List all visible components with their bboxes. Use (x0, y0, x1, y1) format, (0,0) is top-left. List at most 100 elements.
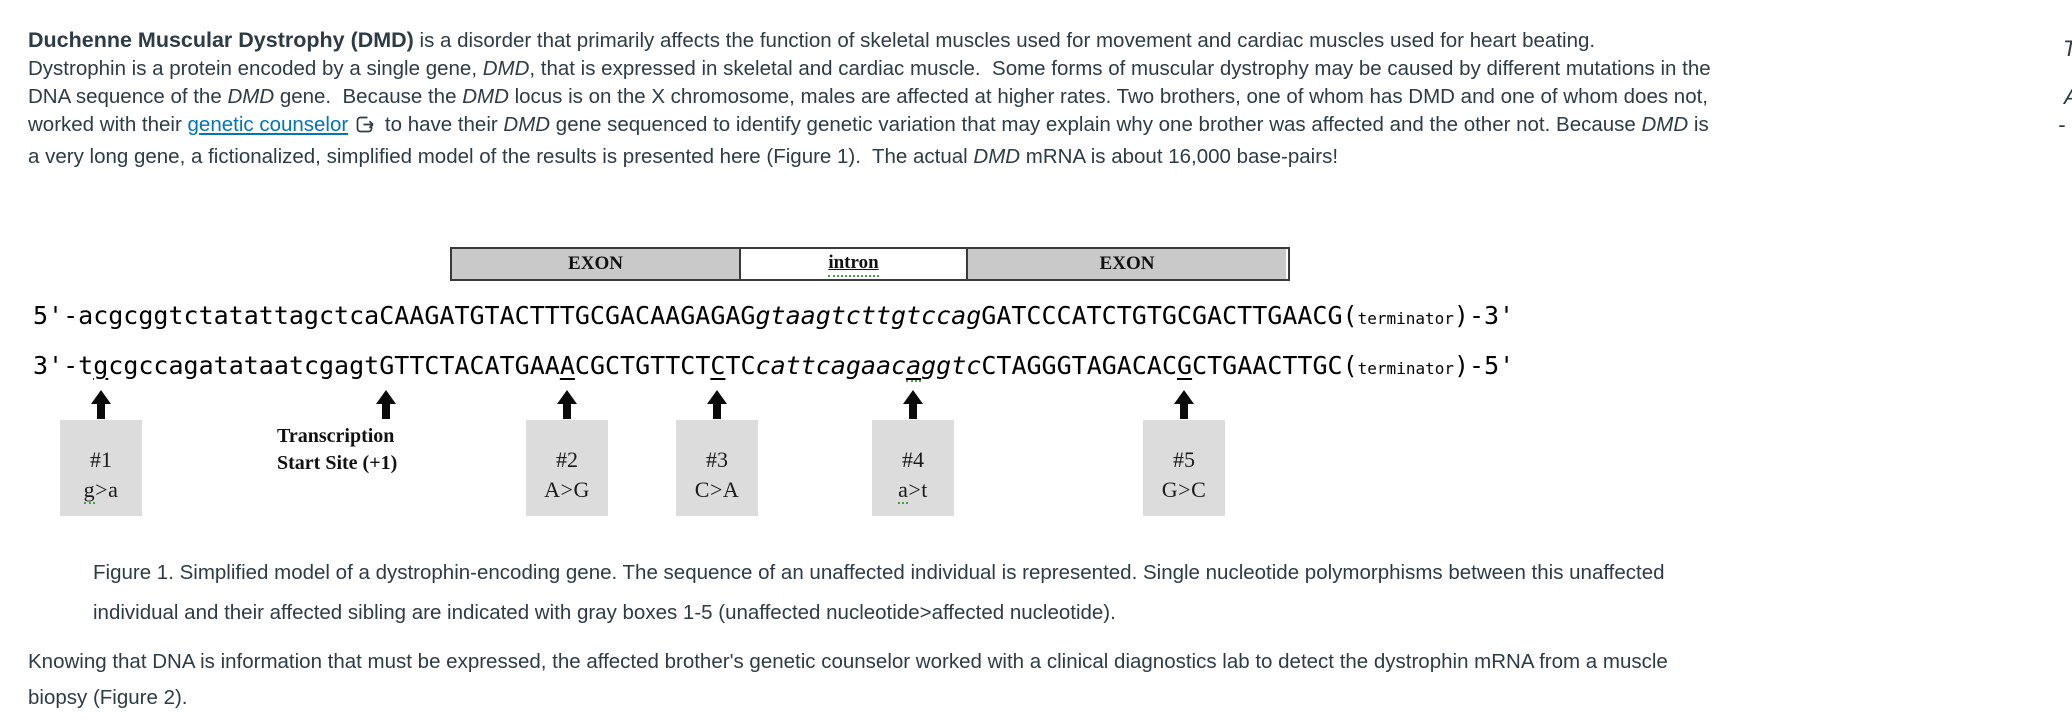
seq-segment: TC (725, 351, 756, 380)
seq-segment: CAAGATGTACTTTGCGACAAGAGAG (379, 301, 756, 330)
seq-segment: cgccagatataatcgagt (108, 351, 380, 380)
exon-label: EXON (568, 253, 623, 274)
seq-segment: 5'- (33, 301, 79, 330)
snp-change: C>A (695, 477, 740, 503)
gene-name-italic: DMD (462, 85, 509, 108)
seq-segment: ( (1342, 301, 1358, 330)
clipped-text-fragment: T (2063, 36, 2072, 62)
snp-affected-nt: A (722, 477, 740, 502)
exon-left-box: EXON (452, 249, 741, 279)
seq-segment: ) (1453, 301, 1469, 330)
snp-sep: > (560, 477, 574, 502)
seq-segment: -3' (1468, 301, 1515, 330)
seq-segment: GTTCTACATGAA (379, 351, 560, 380)
snp2-nucleotide: A (559, 351, 575, 380)
snp3-nucleotide: C (710, 351, 726, 380)
title-bold: Duchenne Muscular Dystrophy (DMD) (28, 28, 414, 52)
seq-segment: CTGAACTTGC (1192, 351, 1343, 380)
snp4-arrow-icon (900, 390, 926, 419)
intro-line-2: Dystrophin is a protein encoded by a sin… (28, 55, 2018, 83)
terminator-label: terminator (1357, 359, 1454, 378)
seq-segment: 3'- (33, 351, 79, 380)
snp-unaffected-nt: G (1161, 477, 1179, 502)
intro-text: is a disorder that primarily affects the… (413, 29, 1596, 52)
seq-segment: ) (1453, 351, 1470, 380)
snp-sep: > (1178, 477, 1192, 502)
snp-sep: > (908, 477, 922, 502)
snp-box-3: #3 C>A (676, 420, 758, 516)
exon-label: EXON (1099, 253, 1155, 274)
gene-name-italic: DMD (973, 145, 1021, 168)
snp4-nucleotide: a (906, 351, 922, 382)
snp-sep: > (709, 477, 723, 502)
intro-line-3: DNA sequence of the DMD gene. Because th… (28, 83, 2018, 111)
snp5-arrow-icon (1171, 390, 1197, 419)
exon-right-box: EXON (968, 249, 1286, 279)
tss-line-2: Start Site (+1) (277, 452, 398, 474)
snp-unaffected-nt: a (898, 477, 909, 504)
caption-line-2: individual and their affected sibling ar… (93, 601, 1116, 624)
clipped-text-fragment: A (2064, 84, 2072, 110)
seq-segment: t (78, 351, 94, 380)
snp-unaffected-nt: A (544, 477, 561, 502)
snp-unaffected-nt: C (694, 477, 710, 502)
figure-caption: Figure 1. Simplified model of a dystroph… (93, 553, 1943, 633)
snp-affected-nt: G (573, 477, 590, 502)
snp-change: G>C (1162, 477, 1207, 503)
intro-text: locus is on the X chromosome, males are … (508, 85, 1708, 108)
snp-affected-nt: a (108, 477, 119, 502)
intro-line-5: a very long gene, a fictionalized, simpl… (28, 143, 2018, 171)
intro-text: worked with their (28, 113, 188, 136)
snp-box-5: #5 G>C (1143, 420, 1225, 516)
snp-number: #3 (706, 447, 728, 472)
closing-line-1: Knowing that DNA is information that mus… (28, 650, 1668, 673)
tss-arrow-icon (373, 390, 399, 419)
snp-box-4: #4 a>t (872, 420, 954, 516)
tss-line-1: Transcription (277, 425, 395, 447)
snp-change: A>G (544, 477, 590, 503)
snp-number: #5 (1173, 447, 1195, 472)
snp-number: #4 (902, 447, 924, 472)
gene-name-italic: DMD (1641, 113, 1689, 136)
intro-text: DNA sequence of the (28, 85, 228, 108)
seq-intron-segment: cattcagaac (755, 351, 907, 380)
snp-change: g>a (83, 477, 119, 504)
dna-top-strand: 5'-acgcggtctatattagctcaCAAGATGTACTTTGCGA… (33, 301, 1514, 330)
genetic-counselor-link[interactable]: genetic counselor (187, 113, 349, 136)
gene-structure-bar: EXON intron EXON (450, 247, 1290, 281)
snp-sep: > (95, 477, 109, 502)
snp1-arrow-icon (88, 390, 114, 419)
snp-change: a>t (898, 477, 928, 504)
intro-text: , that is expressed in skeletal and card… (529, 57, 1711, 80)
seq-segment: CTAGGGTAGACAC (981, 351, 1178, 380)
gene-name-italic: DMD (482, 57, 530, 80)
intro-line-1: Duchenne Muscular Dystrophy (DMD) is a d… (28, 26, 2018, 55)
snp-affected-nt: t (921, 477, 928, 502)
seq-segment: ( (1342, 351, 1358, 380)
intro-paragraph: Duchenne Muscular Dystrophy (DMD) is a d… (28, 26, 2018, 171)
seq-segment: GATCCCATCTGTGCGACTTGAACG (981, 301, 1343, 330)
caption-line-1: Figure 1. Simplified model of a dystroph… (93, 561, 1665, 584)
seq-segment: CGCTGTTCT (574, 351, 711, 380)
intro-text: to have their (379, 113, 504, 136)
seq-intron-segment: gtaagtcttgtccag (755, 301, 982, 330)
snp-number: #2 (556, 447, 578, 472)
transcription-start-site-label: Transcription Start Site (+1) (277, 423, 397, 477)
intro-text: a very long gene, a fictionalized, simpl… (28, 145, 974, 168)
clipped-text-fragment: - (2058, 112, 2066, 137)
external-link-icon[interactable] (354, 114, 375, 143)
dna-bottom-strand: 3'-tgcgccagatataatcgagtGTTCTACATGAAACGCT… (33, 351, 1514, 382)
snp-unaffected-nt: g (83, 477, 96, 504)
intro-text: Dystrophin is a protein encoded by a sin… (28, 57, 483, 80)
intron-box: intron (741, 249, 968, 279)
intron-label: intron (828, 252, 879, 277)
snp5-nucleotide: G (1177, 351, 1193, 380)
intro-text: mRNA is about 16,000 base-pairs! (1020, 145, 1339, 168)
snp-affected-nt: C (1191, 477, 1207, 502)
intro-line-4: worked with their genetic counselor to h… (28, 111, 2018, 143)
intro-text: is (1688, 113, 1709, 136)
terminator-label: terminator (1357, 309, 1454, 328)
snp-box-1: #1 g>a (60, 420, 142, 516)
closing-line-2: biopsy (Figure 2). (28, 686, 188, 709)
